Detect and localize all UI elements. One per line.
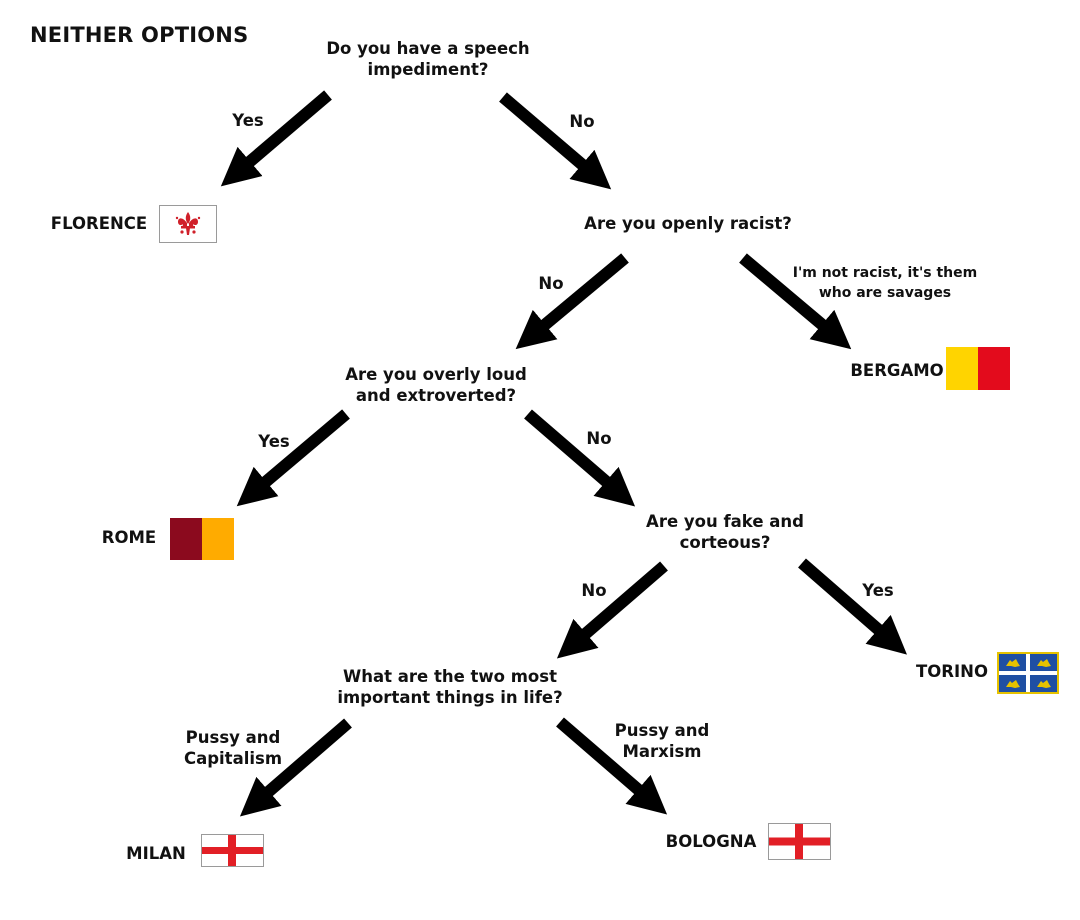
question-speech-impediment: Do you have a speech impediment?	[326, 39, 530, 80]
maroon-orange-bicolor-flag-icon	[170, 518, 234, 560]
page-title: NEITHER OPTIONS	[30, 23, 249, 47]
answer-loud-yes: Yes	[258, 432, 290, 451]
question-fake-courteous: Are you fake and corteous?	[646, 512, 804, 553]
answer-loud-no: No	[586, 429, 612, 448]
city-milan: MILAN	[126, 844, 186, 863]
arrow-fake-yes	[798, 558, 907, 655]
answer-speech-yes: Yes	[232, 111, 264, 130]
arrow-racist-no	[515, 253, 629, 350]
arrow-things-capitalism	[239, 718, 352, 817]
answer-fake-no: No	[581, 581, 607, 600]
answer-racist-no: No	[538, 274, 564, 293]
city-rome: ROME	[101, 528, 157, 547]
question-two-important-things: What are the two most important things i…	[337, 667, 563, 708]
city-torino: TORINO	[916, 662, 988, 681]
city-bergamo: BERGAMO	[850, 361, 944, 380]
answer-racist-denial: I'm not racist, it's them who are savage…	[792, 265, 978, 301]
arrow-racist-other	[739, 253, 852, 350]
arrow-speech-no	[499, 92, 612, 190]
arrow-loud-no	[524, 409, 636, 507]
answer-speech-no: No	[569, 112, 595, 131]
red-cross-flag-icon	[768, 823, 831, 860]
arrow-fake-no	[556, 561, 668, 659]
arrow-speech-yes	[220, 90, 332, 187]
yellow-red-bicolor-flag-icon	[946, 347, 1010, 390]
answer-pussy-marxism: Pussy and Marxism	[614, 721, 710, 762]
arrow-things-marxism	[556, 717, 668, 815]
red-cross-flag-icon	[201, 834, 264, 867]
blue-bull-quartered-flag-icon	[997, 652, 1059, 694]
city-florence: FLORENCE	[50, 214, 148, 233]
question-openly-racist: Are you openly racist?	[584, 214, 792, 233]
city-bologna: BOLOGNA	[665, 832, 757, 851]
fleur-de-lis-flag-icon	[159, 205, 217, 243]
question-loud-extroverted: Are you overly loud and extroverted?	[345, 365, 527, 406]
arrow-loud-yes	[236, 409, 350, 507]
answer-fake-yes: Yes	[862, 581, 894, 600]
answer-pussy-capitalism: Pussy and Capitalism	[183, 728, 283, 769]
